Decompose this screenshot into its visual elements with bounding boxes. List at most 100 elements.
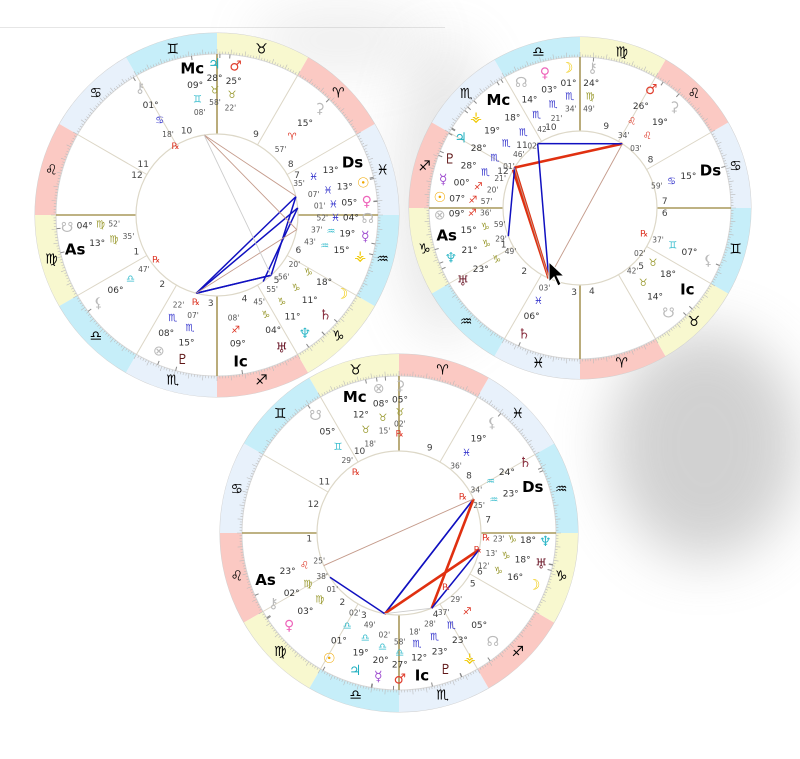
point-minutes: 01' xyxy=(503,162,515,171)
chart-point-moon[interactable]: ☽01°♏︎34' xyxy=(500,61,577,114)
chart-point-venus[interactable]: ♀05°♓︎01' xyxy=(314,194,378,211)
point-degree: 13° xyxy=(89,239,105,249)
chart-point-lilith[interactable]: ⚸07°♊︎37'℞ xyxy=(640,229,720,269)
aspect-line-sun-neptune xyxy=(270,196,297,276)
chart-point-neptune[interactable]: ♆18°♑︎23'℞ xyxy=(482,533,553,566)
point-minutes: 25' xyxy=(313,556,325,565)
chart-point-saturn[interactable]: ♄06°♓︎03' xyxy=(518,283,551,347)
point-degree: 09° xyxy=(187,81,203,91)
jupiter-icon: ♃ xyxy=(454,130,467,146)
house-cusp-line xyxy=(504,76,542,142)
chart-point-mars[interactable]: ♂27°♎︎58' xyxy=(392,638,408,690)
chart-point-snode[interactable]: ☋05°♊︎29'℞ xyxy=(307,404,360,478)
point-degree: 05° xyxy=(471,621,487,631)
chart-point-pluto[interactable]: ♇28°♏︎21' xyxy=(444,128,506,183)
chart-point-moon[interactable]: ☽18°♑︎20' xyxy=(289,260,349,323)
chart-point-mercury[interactable]: ☿19°♒︎37' xyxy=(311,225,376,245)
point-minutes: 25' xyxy=(473,501,485,510)
point-minutes: 45' xyxy=(253,297,265,306)
chart-point-moon[interactable]: ☽16°♑︎12' xyxy=(478,561,552,593)
chart-point-jupiter[interactable]: ♃28°♏︎01' xyxy=(451,127,515,171)
as-label: As xyxy=(255,571,276,589)
chart-point-uranus[interactable]: ♅04°♑︎45' xyxy=(253,297,310,356)
point-sign-gemini-icon: ♊︎ xyxy=(668,241,677,252)
aspect-line-mc-saturn xyxy=(203,134,272,276)
chart-point-jupiter[interactable]: ♃19°♎︎49' xyxy=(349,621,376,688)
point-sign-capricorn-icon: ♑︎ xyxy=(481,222,490,233)
sign-band-aquarius xyxy=(534,443,578,533)
retrograde-icon: ℞ xyxy=(396,429,404,439)
point-minutes: 22' xyxy=(173,300,185,309)
chart-point-sun[interactable]: ☉13°♓︎07' xyxy=(308,176,374,199)
chart-point-fortune[interactable]: ⊗08°♏︎22' xyxy=(153,300,185,365)
chart-point-mercury[interactable]: ☿00°♐︎20' xyxy=(439,132,499,195)
chart-point-mercury[interactable]: ☿20°♎︎02' xyxy=(371,630,390,688)
chart-point-saturn[interactable]: ♄24°♒︎34'℞ xyxy=(459,455,542,502)
chart-point-pluto[interactable]: ♇15°♏︎07'℞ xyxy=(175,298,200,371)
chart-point-vesta[interactable]: ⚶23°♏︎37' xyxy=(438,608,476,678)
point-sign-sagittarius-icon: ♐︎ xyxy=(231,325,240,336)
chart-point-node[interactable]: ☊14°♏︎42' xyxy=(473,75,549,134)
point-tick xyxy=(369,176,374,179)
point-sign-scorpio-icon: ♏︎ xyxy=(481,167,490,178)
chart-point-ceres[interactable]: ⚳19°♌︎03' xyxy=(630,93,680,153)
chart-point-node[interactable]: ☊05°♐︎29'℞ xyxy=(442,583,499,662)
chart-point-jupiter[interactable]: ♃28°♉︎58' xyxy=(207,54,223,107)
chart-point-snode[interactable]: ☋04°♍︎52' xyxy=(56,219,120,236)
chart-wheel-1[interactable]: ♍︎♎︎♏︎♐︎♑︎♒︎♓︎♈︎♉︎♊︎♋︎♌︎⚳15°♈︎57'♂25°♉︎2… xyxy=(34,32,400,398)
chart-point-uranus[interactable]: ♅18°♑︎13'℞ xyxy=(474,545,553,572)
chart-point-lilith[interactable]: ⚸06°♎︎47'℞ xyxy=(87,255,160,312)
fortune-icon: ⊗ xyxy=(373,381,385,397)
chart-point-venus[interactable]: ♀03°♍︎01' xyxy=(267,585,338,634)
sign-glyph-leo-icon: ♌︎ xyxy=(688,86,701,102)
chart-point-vesta[interactable]: ⚶15°♒︎43' xyxy=(304,238,374,265)
point-sign-capricorn-icon: ♑︎ xyxy=(291,283,300,294)
point-tick xyxy=(60,251,65,254)
chart-point-sun[interactable]: ☉01°♎︎02' xyxy=(322,608,361,671)
chart-point-chiron[interactable]: ⚷24°♍︎49' xyxy=(583,57,599,114)
chart-point-snode[interactable]: ☋14°♉︎42' xyxy=(627,266,687,322)
point-sign-leo-icon: ♌︎ xyxy=(627,117,636,128)
chart-point-chiron[interactable]: ⚷01°♋︎18'℞ xyxy=(132,77,180,152)
chart-point-chiron[interactable]: ⚷02°♍︎38' xyxy=(266,572,328,619)
house-cusp-line xyxy=(286,255,357,296)
chart-point-neptune[interactable]: ♆21°♑︎29' xyxy=(439,234,507,266)
point-sign-scorpio-icon: ♏︎ xyxy=(430,632,439,643)
chart-point-saturn[interactable]: ♄11°♑︎56' xyxy=(278,273,332,336)
chart-point-uranus[interactable]: ♅23°♑︎49' xyxy=(441,247,517,289)
degree-ticks xyxy=(51,49,383,381)
point-minutes: 55' xyxy=(266,285,278,294)
chart-point-venus[interactable]: ♀03°♏︎21' xyxy=(496,66,562,123)
chart-point-sun[interactable]: ☉07°♐︎57' xyxy=(434,150,493,206)
chart-point-mars[interactable]: ♂25°♉︎22' xyxy=(225,54,242,113)
chart-point-ceres[interactable]: ⚳15°♈︎57' xyxy=(275,98,330,154)
chart-wheel-3[interactable]: ♌︎♍︎♎︎♏︎♐︎♑︎♒︎♓︎♈︎♉︎♊︎♋︎⚳05°♉︎02'℞⊗08°♉︎… xyxy=(219,353,579,713)
chart-point-vesta[interactable]: ⚶19°♏︎46' xyxy=(464,110,525,160)
chart-point-fortune[interactable]: ⊗08°♉︎15' xyxy=(373,377,391,436)
chart-wheel-2[interactable]: ♑︎♒︎♓︎♈︎♉︎♊︎♋︎♌︎♍︎♎︎♏︎♐︎☋14°♉︎42'Ic18°♉︎… xyxy=(408,36,752,380)
chart-point-lilith[interactable]: ⚸19°♓︎36' xyxy=(450,413,502,471)
point-tick xyxy=(369,253,374,256)
point-degree: 09° xyxy=(230,339,246,349)
chart-point-mars[interactable]: ♂26°♌︎34' xyxy=(618,81,664,140)
house-cusp-line xyxy=(262,454,329,493)
point-sign-capricorn-icon: ♑︎ xyxy=(304,268,313,279)
sign-band-sagittarius xyxy=(217,354,308,397)
chart-point-fortune[interactable]: ⊗09°♐︎36' xyxy=(434,154,492,223)
house-number-11: 11 xyxy=(137,160,148,170)
chart-point-ceres[interactable]: ⚳05°♉︎02'℞ xyxy=(384,376,408,440)
point-tick xyxy=(321,331,325,336)
point-sign-scorpio-icon: ♏︎ xyxy=(549,100,558,111)
